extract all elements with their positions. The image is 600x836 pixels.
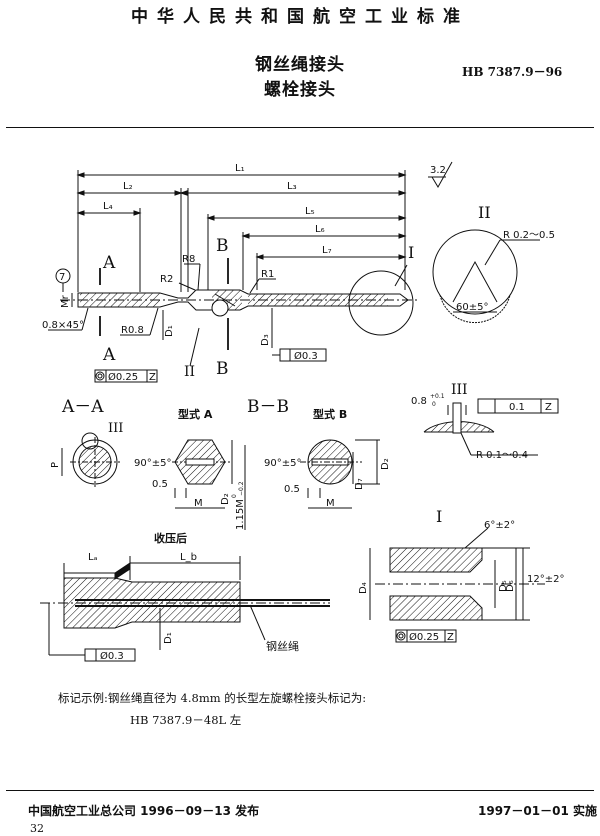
label-R08: R0.8 bbox=[121, 325, 144, 336]
detail-III-radius: R 0.1～0.4 bbox=[476, 450, 528, 461]
label-section-A-bottom: A bbox=[102, 345, 116, 365]
type-B-D7: D₇ bbox=[354, 478, 365, 490]
ref-I-main: I bbox=[408, 243, 414, 262]
dim-L7: L₇ bbox=[322, 245, 332, 256]
detail-III-datum: Z bbox=[545, 402, 552, 413]
section-AA-ref: III bbox=[108, 421, 123, 436]
after-press-runout: Ø0.3 bbox=[100, 650, 124, 662]
label-section-B-bottom: B bbox=[216, 359, 229, 379]
type-A-M-tol-sup: 0 bbox=[231, 494, 238, 498]
dim-L5: L₅ bbox=[305, 206, 315, 217]
type-A-M-tol: 1.15M bbox=[235, 499, 246, 530]
type-B-title: 型式 B bbox=[313, 407, 347, 421]
type-A-angle: 90°±5° bbox=[134, 458, 171, 469]
detail-II-radius: R 0.2～0.5 bbox=[503, 230, 555, 241]
after-press-title: 收压后 bbox=[154, 531, 187, 545]
after-press-rope-label: 钢丝绳 bbox=[266, 639, 299, 653]
detail-I-D5: D₅ bbox=[498, 580, 509, 592]
label-R8: R8 bbox=[182, 254, 195, 265]
label-section-A-top: A bbox=[102, 253, 116, 273]
type-A-M-tol-sub: −0.2 bbox=[238, 481, 245, 496]
type-A-title: 型式 A bbox=[178, 407, 213, 421]
label-D3: D₃ bbox=[260, 334, 271, 346]
label-Mr: Mr bbox=[60, 294, 71, 308]
page-number: 32 bbox=[30, 822, 44, 835]
detail-II-title: II bbox=[478, 203, 491, 222]
type-B-angle: 90°±5° bbox=[264, 458, 301, 469]
dim-L6: L₆ bbox=[315, 224, 325, 235]
section-BB-title: B－B bbox=[247, 397, 289, 417]
datum-Z-main: Z bbox=[149, 372, 156, 383]
detail-I-D6: D₆ bbox=[505, 580, 516, 592]
type-A-D2: D₂ bbox=[220, 493, 231, 505]
label-D1: D₁ bbox=[164, 325, 175, 337]
type-B-M: M bbox=[326, 498, 335, 509]
type-A-05: 0.5 bbox=[152, 479, 168, 490]
detail-I-D4: D₄ bbox=[358, 582, 369, 594]
detail-II-angle: 60±5° bbox=[456, 302, 488, 313]
marking-example-line1: 标记示例:钢丝绳直径为 4.8mm 的长型左旋螺栓接头标记为: bbox=[58, 691, 367, 705]
detail-III-dim: 0.8 bbox=[411, 396, 427, 407]
dim-L2: L₂ bbox=[123, 181, 133, 192]
detail-I-angle-right: 12°±2° bbox=[527, 574, 564, 585]
label-section-B-top: B bbox=[216, 236, 229, 256]
standard-org-header: 中华人民共和国航空工业标准 bbox=[131, 7, 469, 27]
type-B-05: 0.5 bbox=[284, 484, 300, 495]
after-press-La: Lₐ bbox=[88, 552, 98, 563]
section-AA-P: P bbox=[50, 462, 61, 468]
document-title-line1: 钢丝绳接头 bbox=[255, 55, 345, 75]
type-A-M: M bbox=[194, 498, 203, 509]
standard-code: HB 7387.9－96 bbox=[462, 65, 563, 79]
marking-example-line2: HB 7387.9－48L 左 bbox=[130, 713, 242, 727]
surface-finish-value: 3.2 bbox=[430, 165, 446, 176]
label-circle-7: 7 bbox=[59, 272, 65, 283]
detail-III-tol-sup: +0.1 bbox=[430, 393, 445, 400]
detail-I-title: I bbox=[436, 507, 442, 526]
after-press-Lb: L_b bbox=[180, 552, 197, 563]
document-title-line2: 螺栓接头 bbox=[264, 80, 336, 100]
footer-effective-date: 1997－01－01 实施 bbox=[478, 804, 597, 818]
ref-II-main: II bbox=[184, 364, 195, 380]
detail-III-tol-sub: 0 bbox=[432, 401, 436, 408]
label-R1: R1 bbox=[261, 269, 274, 280]
dim-L1: L₁ bbox=[235, 163, 245, 174]
footer-rule bbox=[6, 790, 594, 791]
concentricity-value: Ø0.25 bbox=[108, 371, 138, 383]
dim-L4: L₄ bbox=[103, 201, 113, 212]
type-B-D2: D₂ bbox=[380, 458, 391, 470]
detail-III-title: III bbox=[451, 382, 468, 398]
label-chamfer: 0.8×45° bbox=[42, 320, 84, 331]
footer-publisher: 中国航空工业总公司 1996－09－13 发布 bbox=[28, 804, 260, 818]
detail-III-tol-value: 0.1 bbox=[509, 402, 525, 413]
dim-L3: L₃ bbox=[287, 181, 297, 192]
section-AA-title: A－A bbox=[61, 397, 104, 417]
runout-value: Ø0.3 bbox=[294, 350, 318, 362]
detail-I-datum: Z bbox=[447, 632, 454, 643]
after-press-D1: D₁ bbox=[163, 632, 174, 644]
detail-I-angle-top: 6°±2° bbox=[484, 520, 515, 531]
header-rule bbox=[6, 127, 594, 128]
label-R2: R2 bbox=[160, 274, 173, 285]
detail-I-concentric: Ø0.25 bbox=[409, 631, 439, 643]
